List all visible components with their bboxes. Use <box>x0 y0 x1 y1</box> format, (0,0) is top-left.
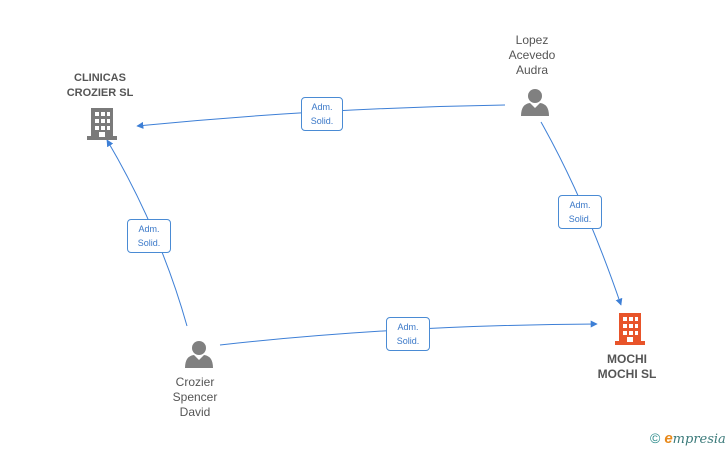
edge-label-lopez-mochi: Adm. Solid. <box>558 195 602 229</box>
edge-label-line: Adm. <box>569 200 591 210</box>
person-icon <box>185 341 213 368</box>
edge-label-line: Solid. <box>137 238 161 248</box>
brand-e: e <box>664 430 673 447</box>
person-label-crozier[interactable]: Crozier Spencer David <box>172 375 218 419</box>
edge-label-crozier-clinicas: Adm. Solid. <box>127 219 171 253</box>
brand-name: mpresia <box>672 432 726 447</box>
edge-label-line: Solid. <box>396 336 420 346</box>
person-label-lopez[interactable]: Lopez Acevedo Audra <box>508 33 556 77</box>
edge-label-line: Solid. <box>310 116 334 126</box>
edge-label-line: Solid. <box>568 214 592 224</box>
edge-label-line: Adm. <box>311 102 333 112</box>
edge-label-lopez-clinicas: Adm. Solid. <box>301 97 343 131</box>
building-icon-highlight <box>615 313 645 345</box>
copyright-symbol: © <box>650 430 661 446</box>
edge-label-crozier-mochi: Adm. Solid. <box>386 317 430 351</box>
edge-label-line: Adm. <box>138 224 160 234</box>
company-label-clinicas[interactable]: CLINICAS CROZIER SL <box>66 72 134 99</box>
building-icon <box>87 108 117 140</box>
brand-logo: ©empresia <box>650 430 726 447</box>
edge-label-line: Adm. <box>397 322 419 332</box>
company-label-mochi[interactable]: MOCHI MOCHI SL <box>597 352 657 381</box>
person-icon <box>521 89 549 116</box>
